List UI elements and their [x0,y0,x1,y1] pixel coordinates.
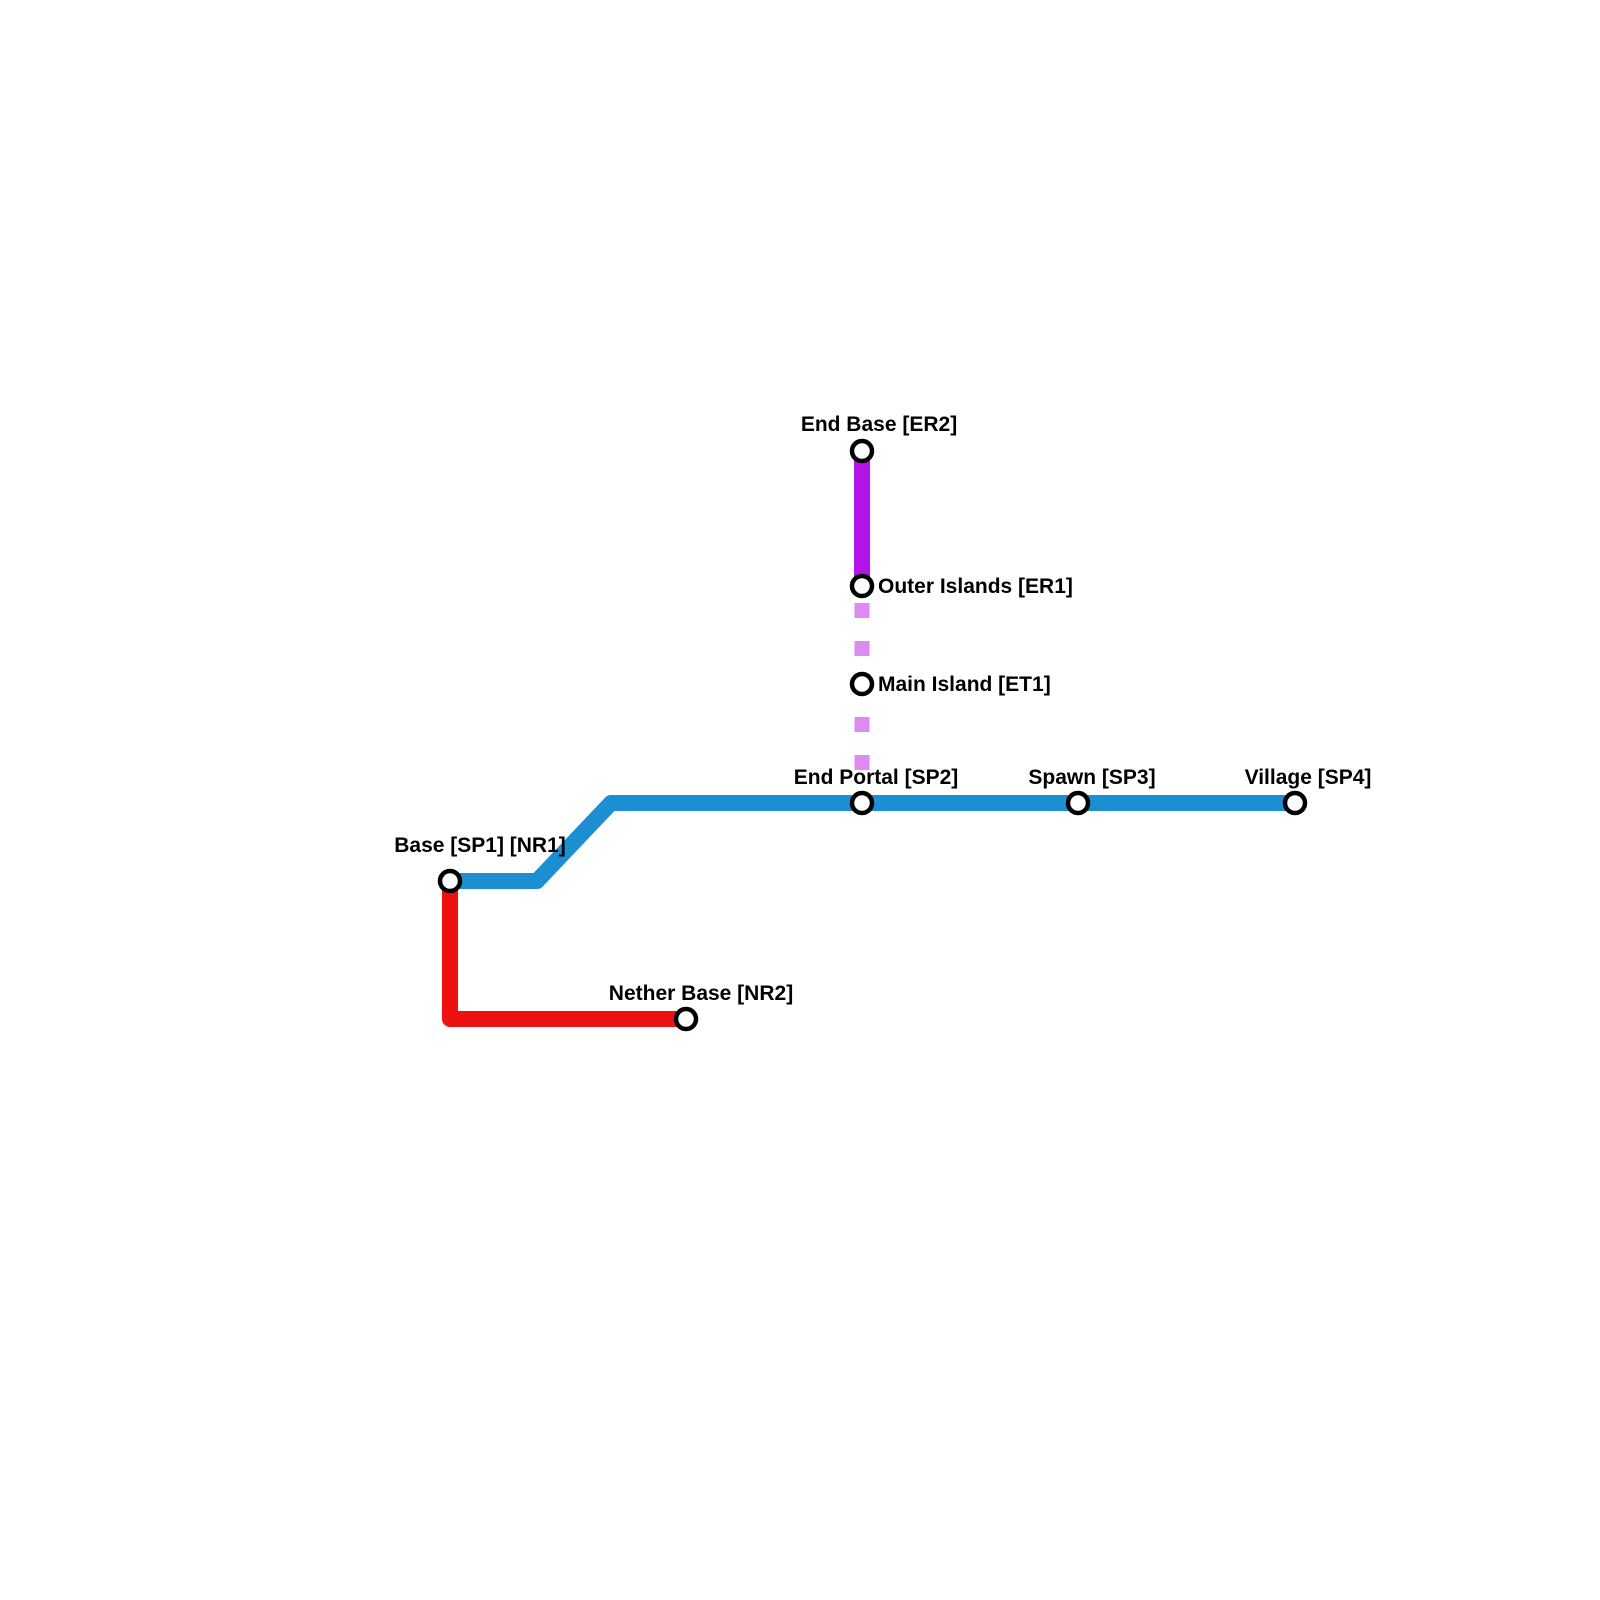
station-label-nether-base: Nether Base [NR2] [609,982,793,1005]
station-label-end-base: End Base [ER2] [801,413,957,436]
station-marker-main-island [849,671,875,697]
station-label-village: Village [SP4] [1245,766,1372,789]
spawn-line [442,795,1303,889]
station-marker-village [1282,790,1308,816]
station-marker-spawn [1065,790,1091,816]
station-marker-end-base [849,438,875,464]
station-label-base: Base [SP1] [NR1] [394,834,566,857]
station-marker-outer-islands [849,573,875,599]
station-marker-end-portal [849,790,875,816]
station-label-spawn: Spawn [SP3] [1028,766,1155,789]
station-label-main-island: Main Island [ET1] [878,673,1051,696]
station-marker-base [437,868,463,894]
nether-line [442,873,694,1027]
station-label-outer-islands: Outer Islands [ER1] [878,575,1073,598]
station-label-end-portal: End Portal [SP2] [794,766,959,789]
station-marker-nether-base [673,1006,699,1032]
